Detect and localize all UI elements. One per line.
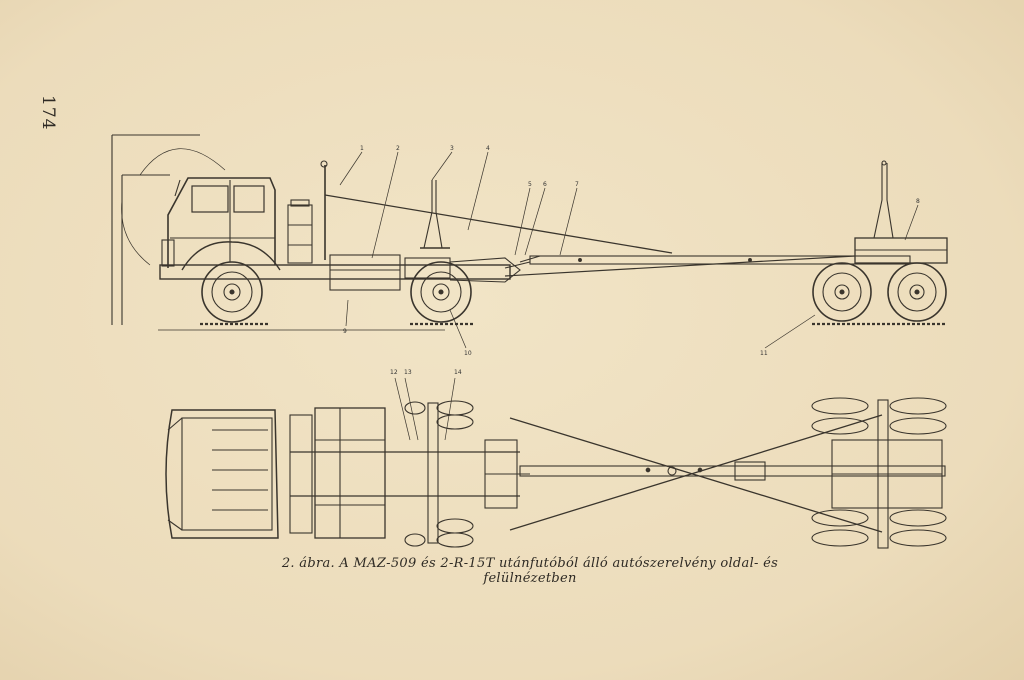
callout-labels: 1 2 3 4 5 6 7 8 9 10 11 12 13 14 — [343, 145, 920, 376]
svg-text:13: 13 — [404, 369, 412, 376]
svg-text:11: 11 — [760, 350, 768, 357]
svg-text:3: 3 — [450, 145, 454, 152]
svg-text:1: 1 — [360, 145, 364, 152]
top-view — [165, 377, 947, 549]
svg-text:5: 5 — [528, 181, 532, 188]
svg-text:8: 8 — [916, 198, 920, 205]
svg-text:6: 6 — [543, 181, 547, 188]
svg-text:9: 9 — [343, 328, 347, 335]
svg-text:12: 12 — [390, 369, 398, 376]
svg-text:14: 14 — [454, 369, 462, 376]
svg-text:10: 10 — [464, 350, 472, 357]
figure-caption: 2. ábra. A MAZ-509 és 2-R-15T utánfutóbó… — [281, 556, 779, 586]
svg-text:7: 7 — [575, 181, 579, 188]
svg-text:2: 2 — [396, 145, 400, 152]
svg-text:4: 4 — [486, 145, 490, 152]
side-view — [111, 134, 948, 349]
